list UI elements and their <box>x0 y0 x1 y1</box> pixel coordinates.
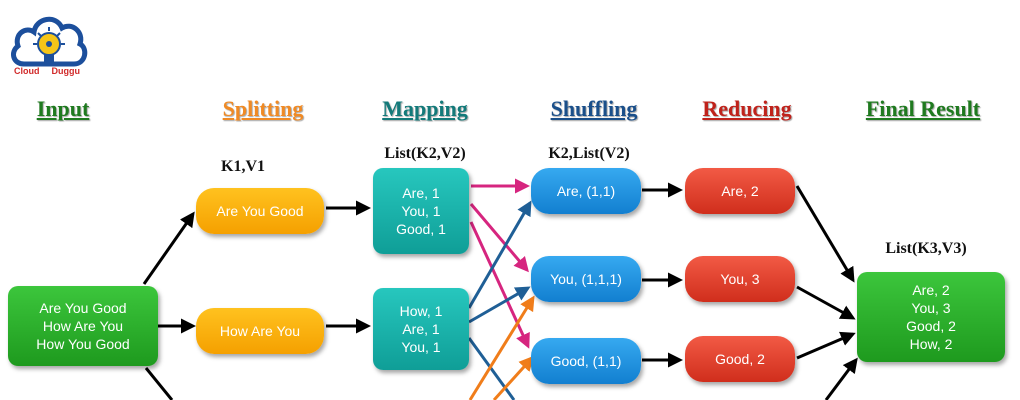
reduce-box-1-text: Are, 2 <box>721 183 759 199</box>
header-final-result: Final Result <box>865 96 981 121</box>
reduce-box-3: Good, 2 <box>685 336 795 382</box>
shuffle-box-1: Are, (1,1) <box>531 168 641 214</box>
map-box-2-line-2: Are, 1 <box>402 321 440 337</box>
arrow-orange-to-shuffle3 <box>492 355 535 400</box>
map-box-1-line-2: You, 1 <box>401 203 441 219</box>
reduce-box-3-text: Good, 2 <box>715 351 765 367</box>
arrow-reduce1-to-final <box>795 185 855 283</box>
label-list-k2v2: List(K2,V2) <box>384 145 466 162</box>
shuffle-box-1-text: Are, (1,1) <box>556 183 616 199</box>
arrow-map2-how-to-shuffle1 <box>467 200 532 309</box>
map-box-1: Are, 1 You, 1 Good, 1 <box>373 168 469 254</box>
map-box-2-line-3: You, 1 <box>401 339 441 355</box>
final-line-2: You, 3 <box>911 300 951 316</box>
label-list-k3v3: List(K3,V3) <box>885 240 967 257</box>
header-mapping: Mapping <box>382 96 468 121</box>
arrow-input-to-split1 <box>142 211 195 285</box>
logo-text: Cloud Duggu <box>14 66 80 76</box>
label-k2-list-v2: K2,List(V2) <box>548 145 630 162</box>
shuffle-box-2: You, (1,1,1) <box>531 256 641 302</box>
final-line-1: Are, 2 <box>912 282 950 298</box>
arrow-orange-to-shuffle2 <box>468 295 535 400</box>
arrow-map2-you-to-shuffle2 <box>468 286 531 324</box>
logo-text-left: Cloud <box>14 66 40 76</box>
header-reducing: Reducing <box>702 96 792 121</box>
split-box-2: How Are You <box>196 308 324 354</box>
reduce-box-2: You, 3 <box>685 256 795 302</box>
final-result-box: Are, 2 You, 3 Good, 2 How, 2 <box>857 272 1005 362</box>
header-input: Input <box>36 96 90 121</box>
arrow-input-to-split3 <box>144 367 174 400</box>
arrow-map1-good-to-shuffle3 <box>469 221 530 349</box>
shuffle-box-3-text: Good, (1,1) <box>550 353 622 369</box>
header-splitting: Splitting <box>222 96 304 121</box>
logo-text-right: Duggu <box>51 66 81 76</box>
input-line-1: Are You Good <box>39 300 127 316</box>
map-box-1-line-3: Good, 1 <box>396 221 446 237</box>
input-line-2: How Are You <box>42 318 124 334</box>
header-shuffling: Shuffling <box>550 96 638 121</box>
final-line-3: Good, 2 <box>906 318 956 334</box>
map-box-2-line-1: How, 1 <box>399 303 443 319</box>
shuffle-box-3: Good, (1,1) <box>531 338 641 384</box>
arrow-map1-you-to-shuffle2 <box>469 203 529 273</box>
final-line-4: How, 2 <box>909 336 953 352</box>
arrow-map2-down <box>467 337 516 400</box>
arrow-reduce3-to-final <box>796 331 856 360</box>
reduce-box-1: Are, 2 <box>685 168 795 214</box>
shuffle-box-2-text: You, (1,1,1) <box>550 271 622 287</box>
map-box-2: How, 1 Are, 1 You, 1 <box>373 288 469 370</box>
arrow-below-to-final <box>824 357 858 400</box>
split-box-1: Are You Good <box>196 188 324 234</box>
split-box-2-text: How Are You <box>219 323 301 339</box>
split-box-1-text: Are You Good <box>216 203 304 219</box>
label-k1v1: K1,V1 <box>221 158 265 175</box>
input-line-3: How You Good <box>36 336 130 352</box>
map-box-1-line-1: Are, 1 <box>402 185 440 201</box>
input-box: Are You Good How Are You How You Good <box>8 286 158 366</box>
reduce-box-2-text: You, 3 <box>720 271 760 287</box>
cloud-duggu-logo <box>11 16 88 67</box>
arrow-reduce2-to-final <box>796 285 856 320</box>
